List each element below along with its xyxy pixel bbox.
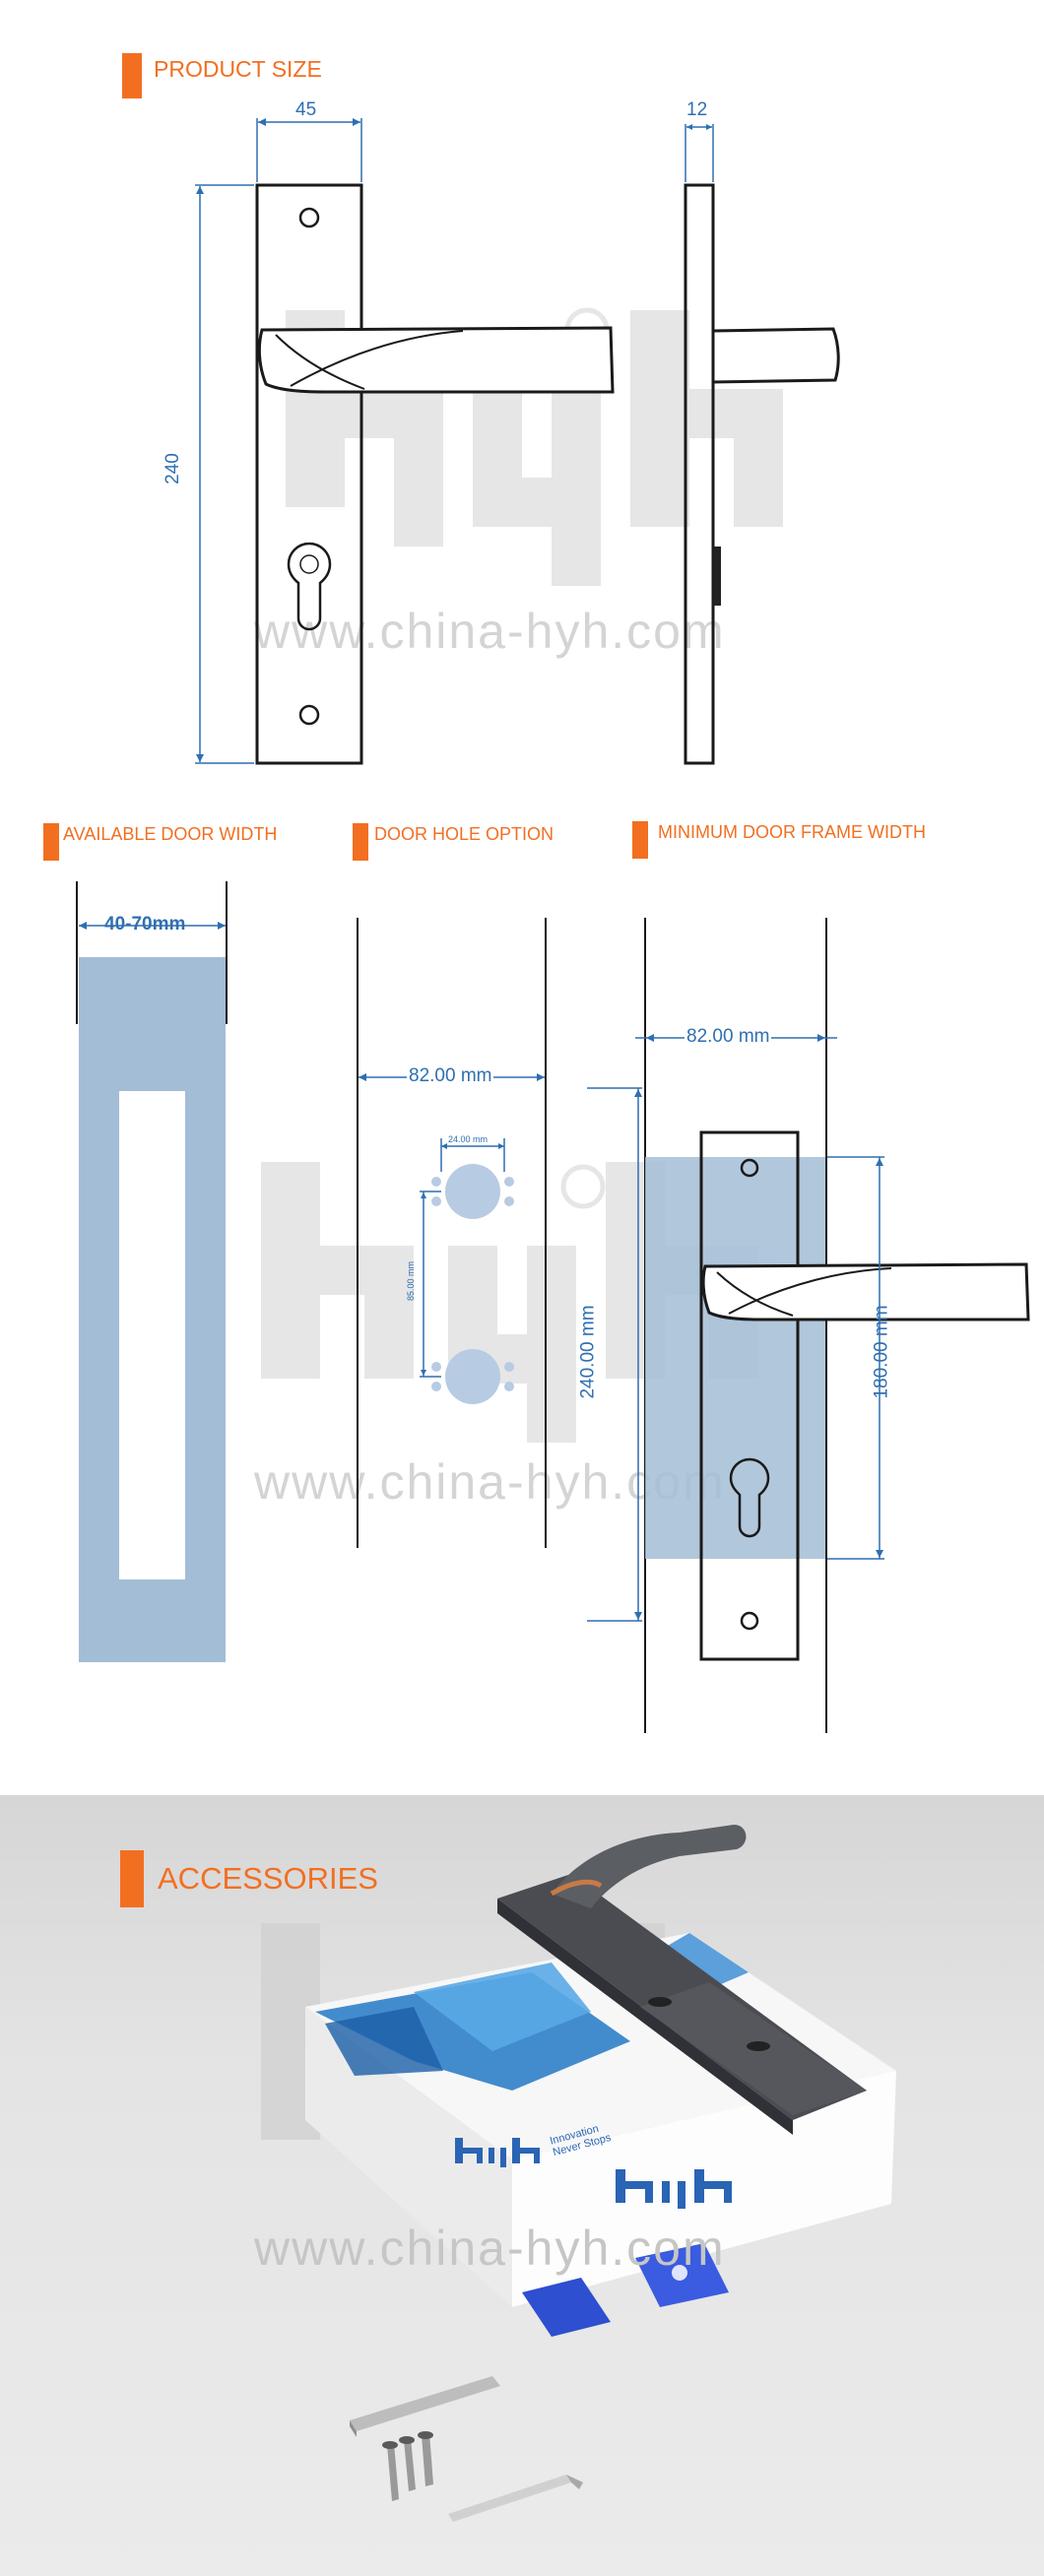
section-marker-icon <box>122 53 142 98</box>
dimension-hole-pitch: 85.00 mm <box>406 1260 417 1302</box>
watermark-url-bottom: www.china-hyh.com <box>254 2221 726 2276</box>
frame-lever-handle <box>701 1262 1030 1321</box>
accessories-illustration <box>261 1825 896 2522</box>
section-title-text: PRODUCT SIZE <box>154 55 322 82</box>
section-title-accessories: ACCESSORIES <box>120 1850 378 1907</box>
frame-screw-hole-bottom <box>740 1611 759 1631</box>
side-cylinder <box>713 547 721 606</box>
section-marker-icon <box>353 823 368 861</box>
watermark-url-top: www.china-hyh.com <box>254 604 726 659</box>
box-side-logo-icon <box>616 2169 732 2209</box>
section-title-product-size: PRODUCT SIZE <box>122 53 322 98</box>
section-title-door-hole-option: DOOR HOLE OPTION <box>353 823 554 861</box>
door-hole-bottom <box>431 1349 514 1404</box>
section-title-available-door-width: AVAILABLE DOOR WIDTH <box>43 823 277 861</box>
dimension-hole-span: 82.00 mm <box>407 1065 494 1087</box>
side-plate <box>684 183 715 765</box>
dimension-plate-width: 45 <box>295 99 317 120</box>
section-marker-icon <box>632 821 648 859</box>
dimension-frame-height: 240.00 mm <box>577 1305 599 1399</box>
door-hole-top <box>431 1164 514 1219</box>
product-size-diagram <box>195 118 840 765</box>
plate-screw-hole-top <box>298 207 320 228</box>
dimension-frame-span: 82.00 mm <box>685 1026 772 1048</box>
section-marker-icon <box>120 1850 144 1907</box>
dimension-door-width: 40-70mm <box>104 914 186 934</box>
frame-screw-hole-top <box>740 1158 759 1178</box>
dimension-hole-small: 24.00 mm <box>448 1134 489 1144</box>
allen-key-icon <box>448 2475 583 2522</box>
screws <box>382 2431 433 2501</box>
spindle <box>350 2376 500 2437</box>
dimension-plate-thickness: 12 <box>686 99 708 120</box>
accessory-plate-square <box>522 2278 611 2337</box>
frame-keyhole-shape <box>729 1457 770 1538</box>
accessories-section: ACCESSORIES Innovation Never Stops <box>0 1795 1044 2576</box>
dimension-frame-inner: 180.00 mm <box>871 1305 892 1399</box>
frame-plate <box>699 1130 800 1661</box>
plate-screw-hole-bottom <box>298 704 320 726</box>
front-plate <box>255 183 363 765</box>
door-specs-diagram <box>76 881 1030 1733</box>
handle-set <box>497 1825 867 2135</box>
keyhole-shape <box>287 542 332 631</box>
lever-handle-side <box>711 327 840 384</box>
door-cutout <box>119 1091 185 1579</box>
box-brand-logo-icon <box>455 2138 540 2167</box>
section-marker-icon <box>43 823 59 861</box>
section-title-minimum-door-frame-width: MINIMUM DOOR FRAME WIDTH <box>632 821 926 859</box>
lever-handle-front <box>257 326 615 394</box>
